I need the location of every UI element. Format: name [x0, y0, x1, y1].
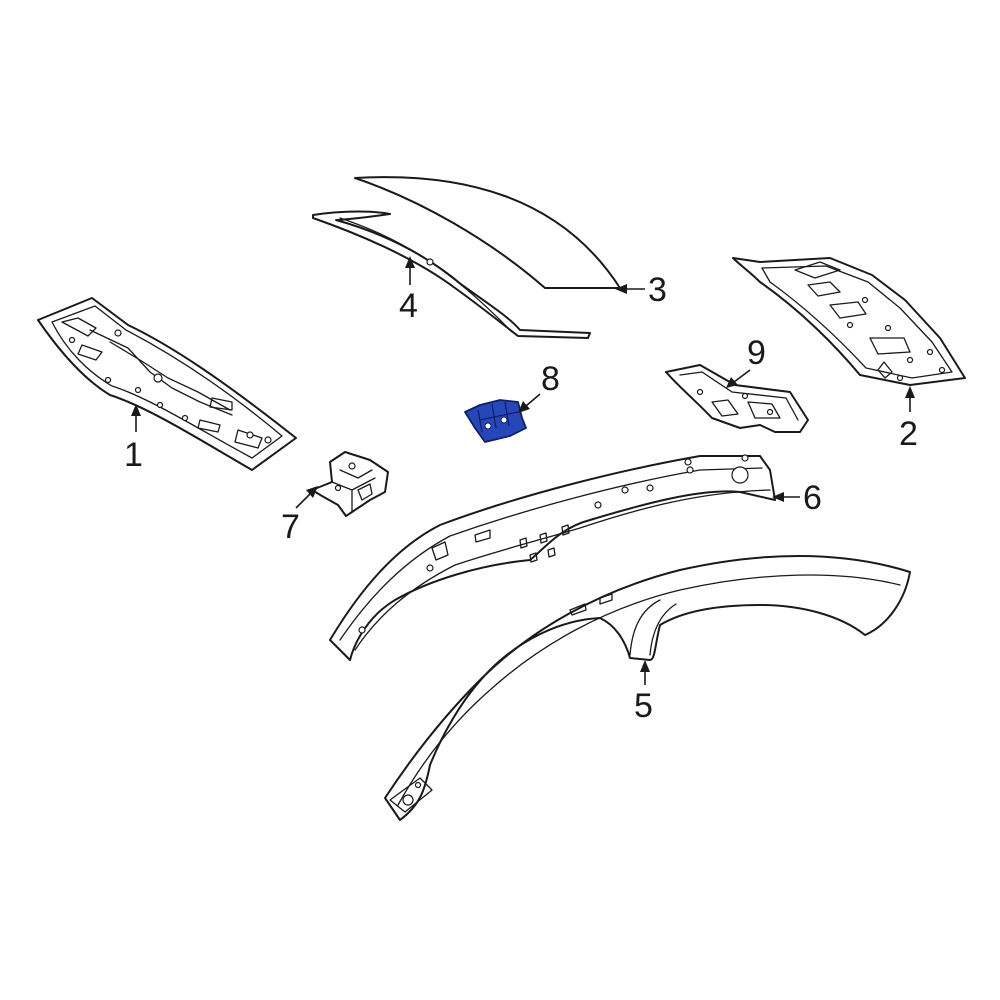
part-2-rear-roof-panel[interactable] — [732, 257, 966, 386]
callout-9[interactable]: 9 — [747, 334, 766, 372]
part-9-reinforcement-bracket[interactable] — [665, 364, 809, 433]
callout-7[interactable]: 7 — [281, 508, 300, 546]
part-7-mount-bracket[interactable] — [311, 451, 389, 517]
part-3-back-glass[interactable] — [354, 176, 621, 289]
part-8-highlighted-bracket[interactable] — [464, 399, 527, 443]
callout-2[interactable]: 2 — [899, 415, 918, 453]
callout-1[interactable]: 1 — [124, 436, 143, 474]
part-1-roof-header-panel[interactable] — [37, 297, 297, 471]
callout-numbers: 1 2 3 4 5 6 7 8 9 — [124, 271, 918, 725]
callout-4[interactable]: 4 — [399, 287, 418, 325]
callout-6[interactable]: 6 — [803, 479, 822, 517]
part-4-glass-molding[interactable] — [312, 210, 591, 339]
part-6-roof-side-rail[interactable] — [329, 454, 776, 661]
leader-lines — [131, 256, 915, 685]
callout-8[interactable]: 8 — [541, 360, 560, 398]
part-5-quarter-inner-panel[interactable] — [384, 555, 911, 821]
callout-3[interactable]: 3 — [648, 271, 667, 309]
callout-5[interactable]: 5 — [634, 687, 653, 725]
